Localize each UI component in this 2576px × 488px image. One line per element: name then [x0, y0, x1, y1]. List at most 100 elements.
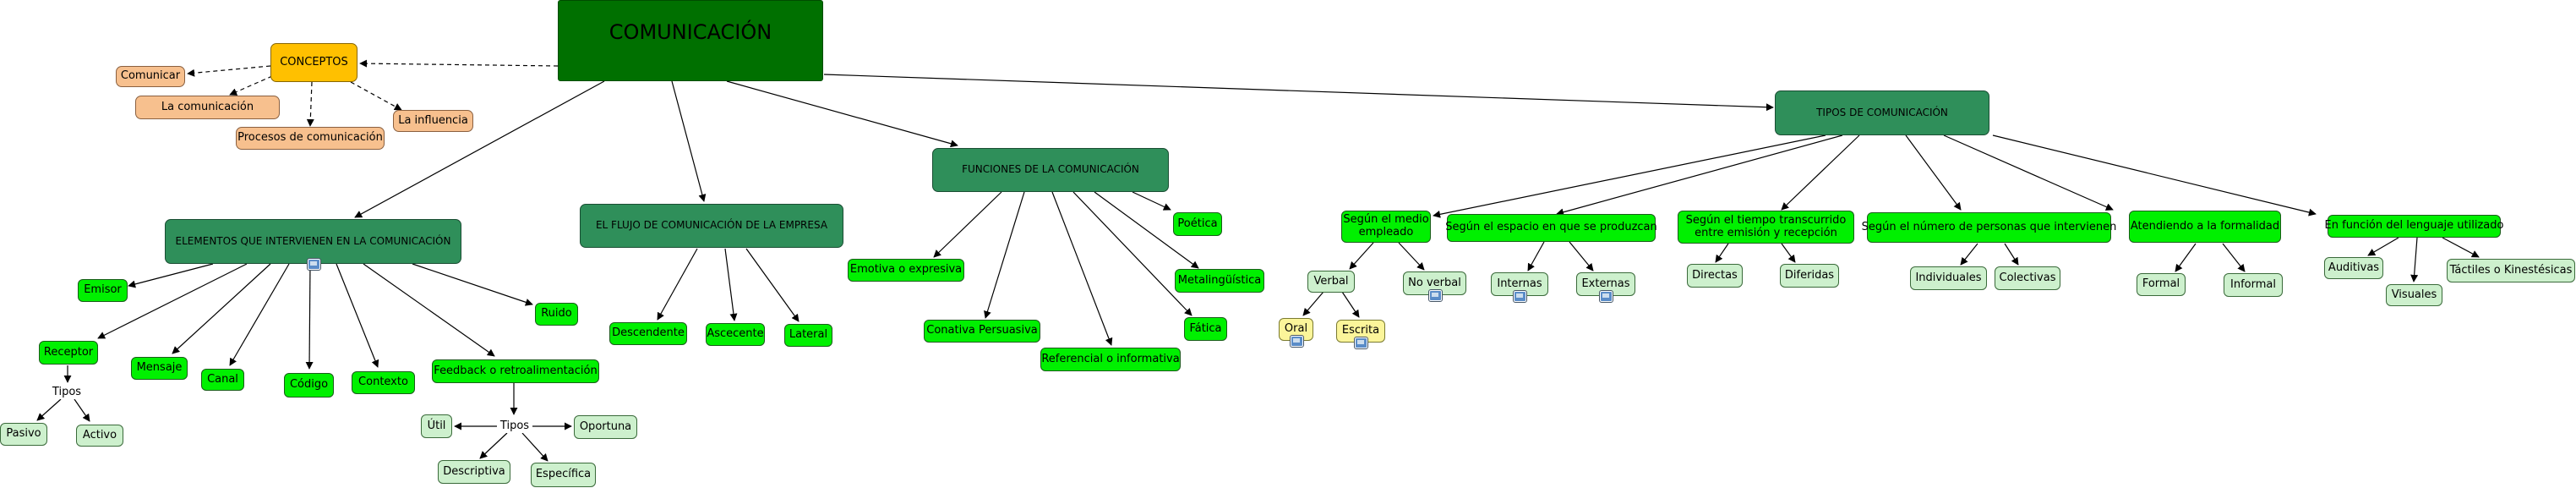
tipo-espacio-label: Según el espacio en que se produzcan	[1445, 221, 1657, 234]
verbal-escrita[interactable]: Escrita	[1336, 320, 1385, 349]
edge-lenguaje-visuales	[2410, 237, 2419, 282]
fun-metalinguistica[interactable]: Metalingüística	[1175, 269, 1264, 293]
fun-referencial[interactable]: Referencial o informativa	[1040, 348, 1181, 371]
concept-procesos[interactable]: Procesos de comunicación	[236, 127, 385, 150]
edge-root-conceptos	[359, 59, 559, 68]
tipo-formalidad-label: Atendiendo a la formalidad	[2130, 219, 2280, 233]
edge-conceptos-procesos	[306, 81, 314, 127]
flujo-descendente-label: Descendente	[612, 326, 685, 340]
ftipo-oportuna-label: Oportuna	[579, 419, 632, 433]
fun-poetica[interactable]: Poética	[1173, 212, 1222, 236]
resource-icon[interactable]	[1427, 289, 1443, 302]
conceptos-node[interactable]: CONCEPTOS	[270, 43, 357, 82]
ftipo-especifica[interactable]: Específica	[531, 463, 596, 487]
lenguaje-visuales-label: Visuales	[2391, 288, 2437, 301]
edge-root-flujo	[671, 80, 707, 202]
el-contexto[interactable]: Contexto	[352, 371, 415, 394]
flujo-lateral-label: Lateral	[789, 328, 828, 342]
feedback-tipos-label: Tipos	[497, 418, 532, 433]
tipo-espacio[interactable]: Según el espacio en que se produzcan	[1445, 214, 1657, 242]
tipo-pasivo[interactable]: Pasivo	[0, 423, 47, 446]
edge-lenguaje-auditivas	[2367, 237, 2399, 256]
edge-conceptos-lacomunicacion	[229, 75, 273, 96]
medio-noverbal[interactable]: No verbal	[1403, 271, 1466, 302]
tipo-formalidad[interactable]: Atendiendo a la formalidad	[2129, 211, 2281, 243]
edge-root-tipos	[823, 74, 1774, 112]
edge-root-elementos	[354, 80, 605, 218]
edge-lenguaje-tactiles	[2442, 237, 2480, 258]
resource-icon[interactable]	[1599, 290, 1613, 303]
edge-el-feedback	[363, 263, 495, 357]
el-ruido[interactable]: Ruido	[535, 303, 578, 326]
edge-medio-noverbal	[1398, 242, 1425, 271]
tiempo-diferidas[interactable]: Diferidas	[1780, 264, 1839, 288]
resource-icon[interactable]	[1513, 290, 1527, 303]
fun-poetica-label: Poética	[1177, 217, 1218, 230]
el-mensaje[interactable]: Mensaje	[131, 357, 188, 380]
edge-el-contexto	[336, 263, 379, 368]
formalidad-informal[interactable]: Informal	[2224, 273, 2283, 297]
formalidad-formal[interactable]: Formal	[2137, 273, 2186, 296]
edge-tipos-lenguaje	[1992, 134, 2317, 217]
tipo-tiempo[interactable]: Según el tiempo transcurrido entre emisi…	[1678, 211, 1854, 244]
resource-icon[interactable]	[1289, 335, 1304, 348]
espacio-externas[interactable]: Externas	[1576, 272, 1635, 303]
funciones-node[interactable]: FUNCIONES DE LA COMUNICACIÓN	[932, 148, 1169, 192]
root-node[interactable]: COMUNICACIÓN	[558, 0, 823, 81]
edge-medio-verbal	[1349, 242, 1374, 270]
el-receptor[interactable]: Receptor	[39, 341, 98, 365]
edge-verbal-escrita	[1341, 291, 1360, 318]
concept-comunicar[interactable]: Comunicar	[116, 66, 185, 87]
personas-colectivas[interactable]: Colectivas	[1995, 266, 2060, 290]
lenguaje-visuales[interactable]: Visuales	[2386, 284, 2442, 306]
tiempo-directas-label: Directas	[1692, 268, 1738, 282]
edge-el-codigo	[305, 263, 314, 370]
medio-verbal[interactable]: Verbal	[1307, 271, 1355, 293]
resource-icon[interactable]	[306, 258, 321, 271]
el-feedback[interactable]: Feedback o retroalimentación	[432, 359, 599, 383]
edge-ftipos-especifica	[521, 432, 548, 462]
tiempo-directas[interactable]: Directas	[1687, 264, 1743, 288]
verbal-oral[interactable]: Oral	[1279, 318, 1313, 348]
edge-flujo-descendente	[657, 248, 698, 321]
el-mensaje-label: Mensaje	[136, 361, 183, 375]
concept-la-comunicacion[interactable]: La comunicación	[135, 96, 280, 119]
conceptos-label: CONCEPTOS	[280, 55, 348, 69]
tipos-node[interactable]: TIPOS DE COMUNICACIÓN	[1775, 90, 1989, 135]
edge-tipos-espacio	[1556, 134, 1843, 217]
edge-el-canal	[229, 263, 290, 366]
fun-referencial-label: Referencial o informativa	[1041, 352, 1180, 365]
lenguaje-auditivas[interactable]: Auditivas	[2324, 257, 2383, 279]
concept-la-influencia-label: La influencia	[398, 113, 468, 127]
flujo-lateral[interactable]: Lateral	[784, 324, 832, 347]
el-emisor[interactable]: Emisor	[78, 279, 128, 302]
fun-conativa[interactable]: Conativa Persuasiva	[924, 320, 1040, 343]
tipo-medio[interactable]: Según el medio empleado	[1341, 211, 1431, 243]
concept-la-influencia[interactable]: La influencia	[393, 110, 473, 132]
espacio-internas[interactable]: Internas	[1491, 272, 1548, 303]
flujo-descendente[interactable]: Descendente	[609, 322, 687, 345]
fun-emotiva[interactable]: Emotiva o expresiva	[848, 259, 964, 282]
tipo-activo[interactable]: Activo	[76, 425, 123, 447]
flujo-ascecente[interactable]: Ascecente	[706, 323, 765, 346]
fun-fatica[interactable]: Fática	[1184, 317, 1227, 341]
fun-conativa-label: Conativa Persuasiva	[926, 324, 1038, 337]
tipo-lenguaje[interactable]: En función del lenguaje utilizado	[2325, 215, 2503, 238]
ftipo-util[interactable]: Útil	[421, 414, 452, 438]
espacio-internas-label: Internas	[1497, 277, 1542, 290]
ftipo-descriptiva[interactable]: Descriptiva	[438, 460, 510, 484]
el-codigo[interactable]: Código	[284, 373, 334, 398]
resource-icon[interactable]	[1354, 337, 1368, 349]
edge-tiempo-diferidas	[1781, 243, 1796, 263]
personas-individuales[interactable]: Individuales	[1910, 266, 1987, 290]
tipo-personas-label: Según el número de personas que intervie…	[1861, 220, 2117, 233]
edge-espacio-externas	[1569, 241, 1594, 271]
ftipo-oportuna[interactable]: Oportuna	[574, 415, 637, 439]
lenguaje-tactiles[interactable]: Táctiles o Kinestésicas	[2447, 259, 2575, 282]
tipo-personas[interactable]: Según el número de personas que intervie…	[1862, 212, 2116, 243]
flujo-node[interactable]: EL FLUJO DE COMUNICACIÓN DE LA EMPRESA	[580, 204, 843, 248]
elementos-node[interactable]: ELEMENTOS QUE INTERVIENEN EN LA COMUNICA…	[165, 219, 461, 271]
el-canal[interactable]: Canal	[201, 369, 244, 391]
edge-tipos-tiempo	[1781, 134, 1860, 211]
